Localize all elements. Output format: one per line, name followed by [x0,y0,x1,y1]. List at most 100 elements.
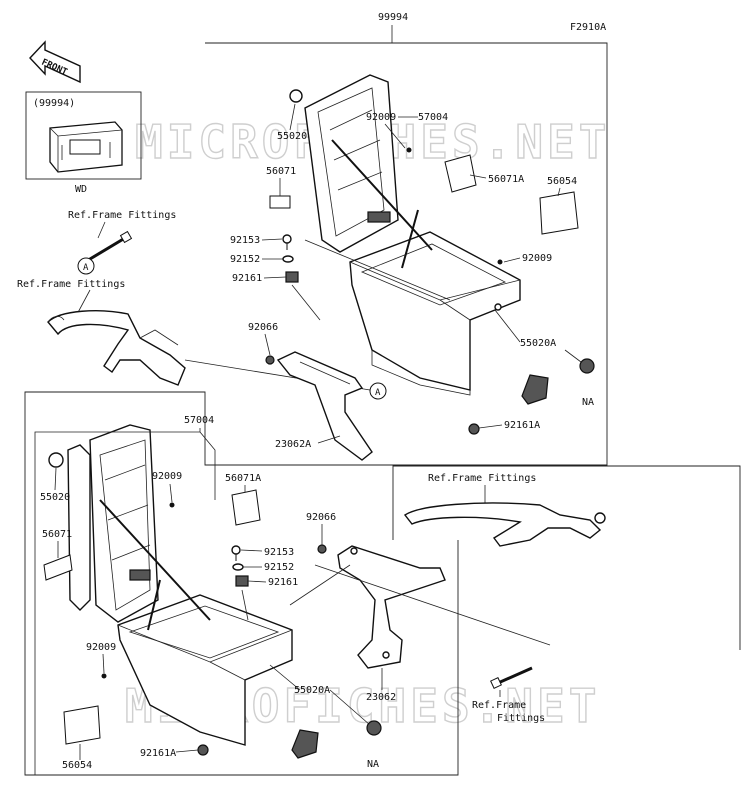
case-thumbnail-icon [49,121,123,173]
marker-a-2-label: A [375,388,381,398]
leader [169,483,173,503]
label-23062: 23062 [366,692,396,703]
label-56071-upper: 56071 [266,166,296,177]
leader [102,653,105,674]
inset-box [25,91,142,180]
label-92153-lower: 92153 [264,547,294,558]
figure-code: F2910A [570,22,606,33]
grommet-icon [468,423,480,435]
leader [240,549,263,552]
leader [269,664,301,691]
hinge-icon [48,452,64,468]
label-92153-upper: 92153 [230,235,260,246]
leader [97,221,106,239]
label-92161-upper: 92161 [232,273,262,284]
bolt-icon [490,666,533,689]
leader [289,103,296,131]
label-92161A-upper: 92161A [504,420,540,431]
leader [175,749,199,753]
label-92066-lower: 92066 [306,512,336,523]
grommet-icon [235,575,249,587]
label-92152-lower: 92152 [264,562,294,573]
label-55020A-upper: 55020A [520,338,556,349]
washer-icon [232,563,244,571]
leader [289,564,351,606]
fittings-label: Fittings [497,713,545,724]
leader [557,187,561,197]
leader [247,580,267,583]
cap-icon [366,720,382,736]
leader [263,276,287,279]
ref-frame-label: Ref.Frame [472,700,526,711]
leader [329,689,371,726]
washer-icon [282,255,294,263]
label-56071-sticker-icon [269,195,291,209]
inset-note: WD [75,184,87,195]
bolt-icon [84,230,133,264]
label-92009-lower-2: 92009 [86,642,116,653]
label-23062A: 23062A [275,439,311,450]
cap-icon [579,358,595,374]
screw-icon [101,673,107,679]
upper-assembly-frame [24,42,608,776]
screw-92153-icon [282,234,292,250]
assembly-number: 99994 [378,12,408,23]
label-92161-lower: 92161 [268,577,298,588]
label-55020-upper: 55020 [277,131,307,142]
marker-a-1 [77,257,95,275]
label-56071a-sticker-icon [231,489,261,526]
label-56054-sticker-icon [63,705,101,745]
leader [291,284,321,321]
bracket-23062a-illustration [276,351,373,461]
nut-icon [265,355,275,365]
leader [264,333,271,356]
label-56054-upper: 56054 [547,176,577,187]
label-92161A-lower: 92161A [140,748,176,759]
grommet-icon [197,744,209,756]
label-92009-upper-2: 92009 [522,253,552,264]
label-56071-sticker-icon [43,554,73,581]
label-57004-upper: 57004 [418,112,448,123]
leader [34,428,201,775]
frame-bracket-left [47,310,186,386]
screw-icon [497,259,503,265]
inset-number: (99994) [33,98,75,109]
right-frame-box [392,465,741,650]
grommet-icon [285,271,299,283]
nut-icon [317,544,327,554]
marker-a-2 [369,382,387,400]
leader [317,435,341,444]
leader [54,467,57,491]
screw-92153-icon [231,545,241,561]
screw-icon [406,147,412,153]
label-na-upper: NA [582,397,594,408]
ref-frame-fittings-3: Ref.Frame Fittings [428,473,536,484]
label-92066-upper: 92066 [248,322,278,333]
label-55020A-lower: 55020A [294,685,330,696]
label-92009-lower-1: 92009 [152,471,182,482]
leader [314,564,551,646]
hinge-icon [289,89,303,103]
label-92152-upper: 92152 [230,254,260,265]
screw-icon [169,502,175,508]
leader [261,238,283,241]
marker-a-1-label: A [83,263,89,273]
label-56054-sticker-icon [539,191,579,235]
leader [478,424,503,429]
label-57004-lower: 57004 [184,415,214,426]
label-55020-lower: 55020 [40,492,70,503]
bracket-23062-illustration [337,545,446,669]
label-56071a-sticker-icon [444,154,477,193]
ref-frame-fittings-1: Ref.Frame Fittings [68,210,176,221]
label-56071A-lower: 56071A [225,473,261,484]
leader [469,174,487,179]
label-92009-upper-1: 92009 [366,112,396,123]
case-upper-illustration [304,74,549,405]
leader [199,431,216,500]
ref-frame-fittings-2: Ref.Frame Fittings [17,279,125,290]
leader [494,309,521,343]
frame-bracket-right [403,502,606,547]
front-arrow-icon: FRONT [29,40,81,84]
leader [241,589,249,621]
